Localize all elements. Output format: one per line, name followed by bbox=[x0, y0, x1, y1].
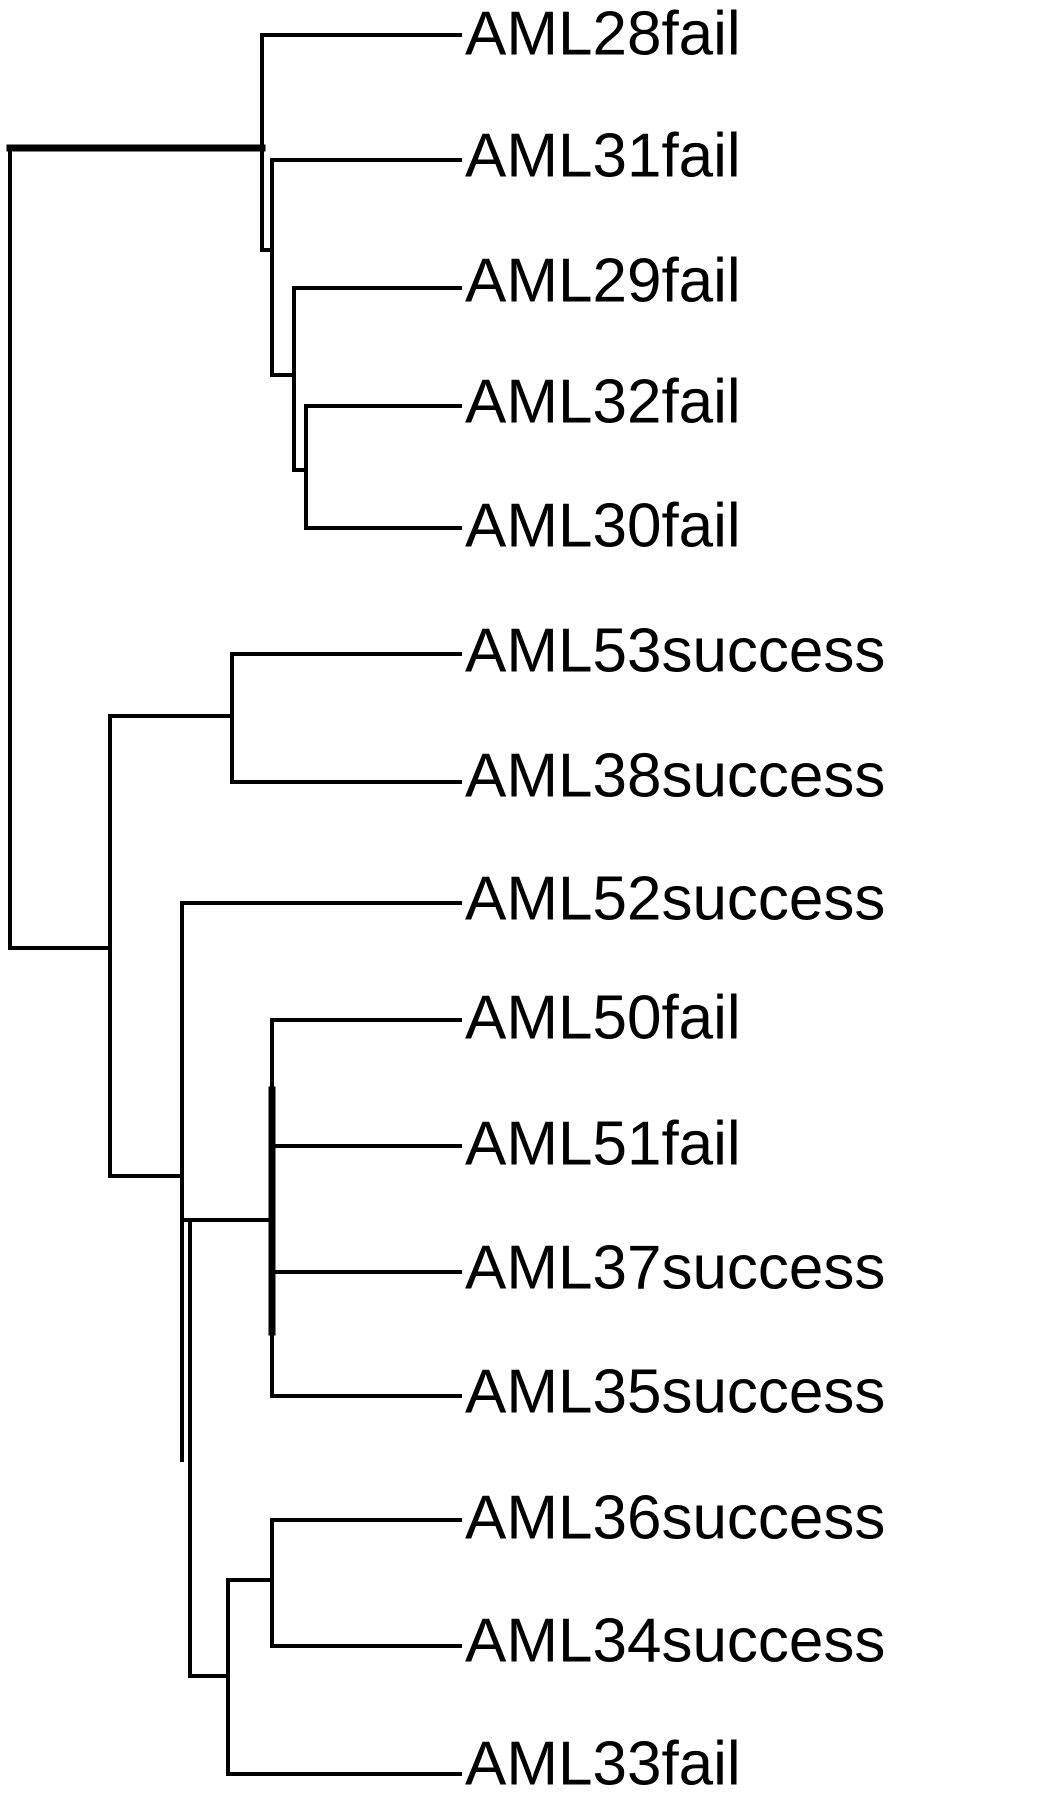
leaf-label: AML30fail bbox=[465, 491, 741, 560]
leaf-label: AML36success bbox=[465, 1483, 885, 1552]
leaf-label: AML31fail bbox=[465, 121, 741, 190]
branches bbox=[6, 33, 462, 1776]
leaf-branch-aml35 bbox=[270, 1330, 462, 1398]
leaf-label: AML35success bbox=[465, 1357, 885, 1426]
leaf-label: AML50fail bbox=[465, 983, 741, 1052]
root-branch bbox=[8, 146, 112, 950]
leaf-label: AML52success bbox=[465, 864, 885, 933]
leaf-label: AML33fail bbox=[465, 1729, 741, 1798]
leaf-labels: AML28fail AML31fail AML29fail AML32fail … bbox=[465, 0, 885, 1798]
leaf-label: AML38success bbox=[465, 741, 885, 810]
leaf-label: AML34success bbox=[465, 1606, 885, 1675]
inner-node-29-32-30 bbox=[270, 286, 296, 472]
leaf-label: AML51fail bbox=[465, 1109, 741, 1178]
leaf-label: AML32fail bbox=[465, 367, 741, 436]
leaf-label: AML28fail bbox=[465, 0, 741, 68]
leaf-branch-aml50 bbox=[270, 1018, 462, 1092]
leaf-label: AML37success bbox=[465, 1233, 885, 1302]
inner-node-31-29-32-30 bbox=[260, 158, 274, 377]
inner-node-32-30 bbox=[292, 404, 308, 530]
leaf-label: AML29fail bbox=[465, 246, 741, 315]
leaf-label: AML53success bbox=[465, 616, 885, 685]
